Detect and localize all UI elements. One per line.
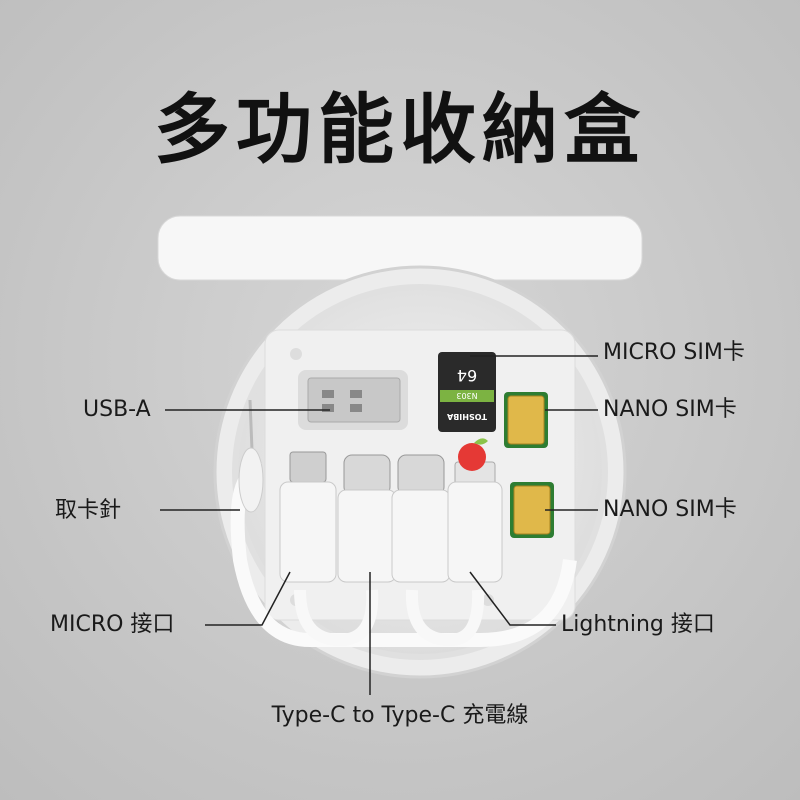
label-lightning-port: Lightning 接口 — [561, 612, 715, 637]
label-typec-cable: Type-C to Type-C 充電線 — [271, 703, 529, 728]
type-c-connector-1 — [337, 454, 397, 583]
label-nano-sim-1: NANO SIM卡 — [603, 397, 737, 422]
apple-icon — [458, 443, 486, 471]
card-capacity: 64 — [457, 366, 477, 385]
type-c-connector-2 — [391, 454, 451, 583]
label-nano-sim-2: NANO SIM卡 — [603, 497, 737, 522]
leader-lines — [160, 355, 598, 695]
nano-sim-card-1 — [504, 392, 548, 448]
micro-sd-card: 64 N303 TOSHIBA — [438, 352, 496, 432]
micro-usb-connector — [279, 451, 337, 583]
label-pin: 取卡針 — [55, 498, 122, 523]
nano-sim-card-2 — [510, 482, 554, 538]
label-usb-a: USB-A — [83, 397, 151, 422]
card-brand: TOSHIBA — [446, 412, 487, 421]
page-title: 多功能收納盒 — [154, 85, 646, 174]
label-micro-sim: MICRO SIM卡 — [603, 340, 745, 365]
label-micro-port: MICRO 接口 — [50, 612, 175, 637]
lightning-connector — [447, 438, 503, 583]
card-model: N303 — [456, 391, 477, 400]
sim-eject-pin — [238, 399, 264, 513]
usb-a-connector — [298, 370, 408, 430]
